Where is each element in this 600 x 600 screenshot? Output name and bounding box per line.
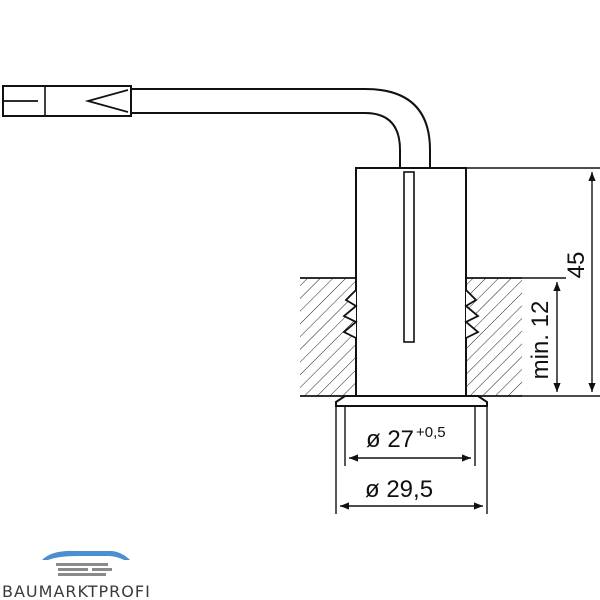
wall-section-right bbox=[466, 277, 522, 397]
logo-roof-icon bbox=[42, 550, 130, 560]
dimension-45 bbox=[466, 167, 600, 397]
flange bbox=[335, 395, 488, 407]
dimension-outer-diameter-label: ø 29,5 bbox=[365, 476, 433, 503]
dimension-45-label: 45 bbox=[563, 252, 590, 279]
inner-diameter-value: ø 27 bbox=[366, 426, 414, 453]
dimension-outer-diameter bbox=[335, 406, 488, 514]
dimension-min-12-label: min. 12 bbox=[527, 301, 554, 380]
plug-connector bbox=[2, 85, 132, 117]
dimension-min-12 bbox=[522, 277, 566, 392]
inner-diameter-tolerance: +0,5 bbox=[416, 424, 446, 441]
logo-bars-icon bbox=[56, 563, 112, 576]
dimension-inner-diameter bbox=[344, 406, 476, 466]
logo-text: BAUMARKTPROFI bbox=[2, 582, 151, 600]
cable bbox=[131, 88, 431, 168]
housing-body bbox=[342, 167, 480, 397]
dimension-inner-diameter-label: ø 27+0,5 bbox=[366, 424, 446, 453]
baumarktprofi-logo: BAUMARKTPROFI bbox=[2, 550, 151, 600]
wall-section-left bbox=[300, 277, 356, 397]
